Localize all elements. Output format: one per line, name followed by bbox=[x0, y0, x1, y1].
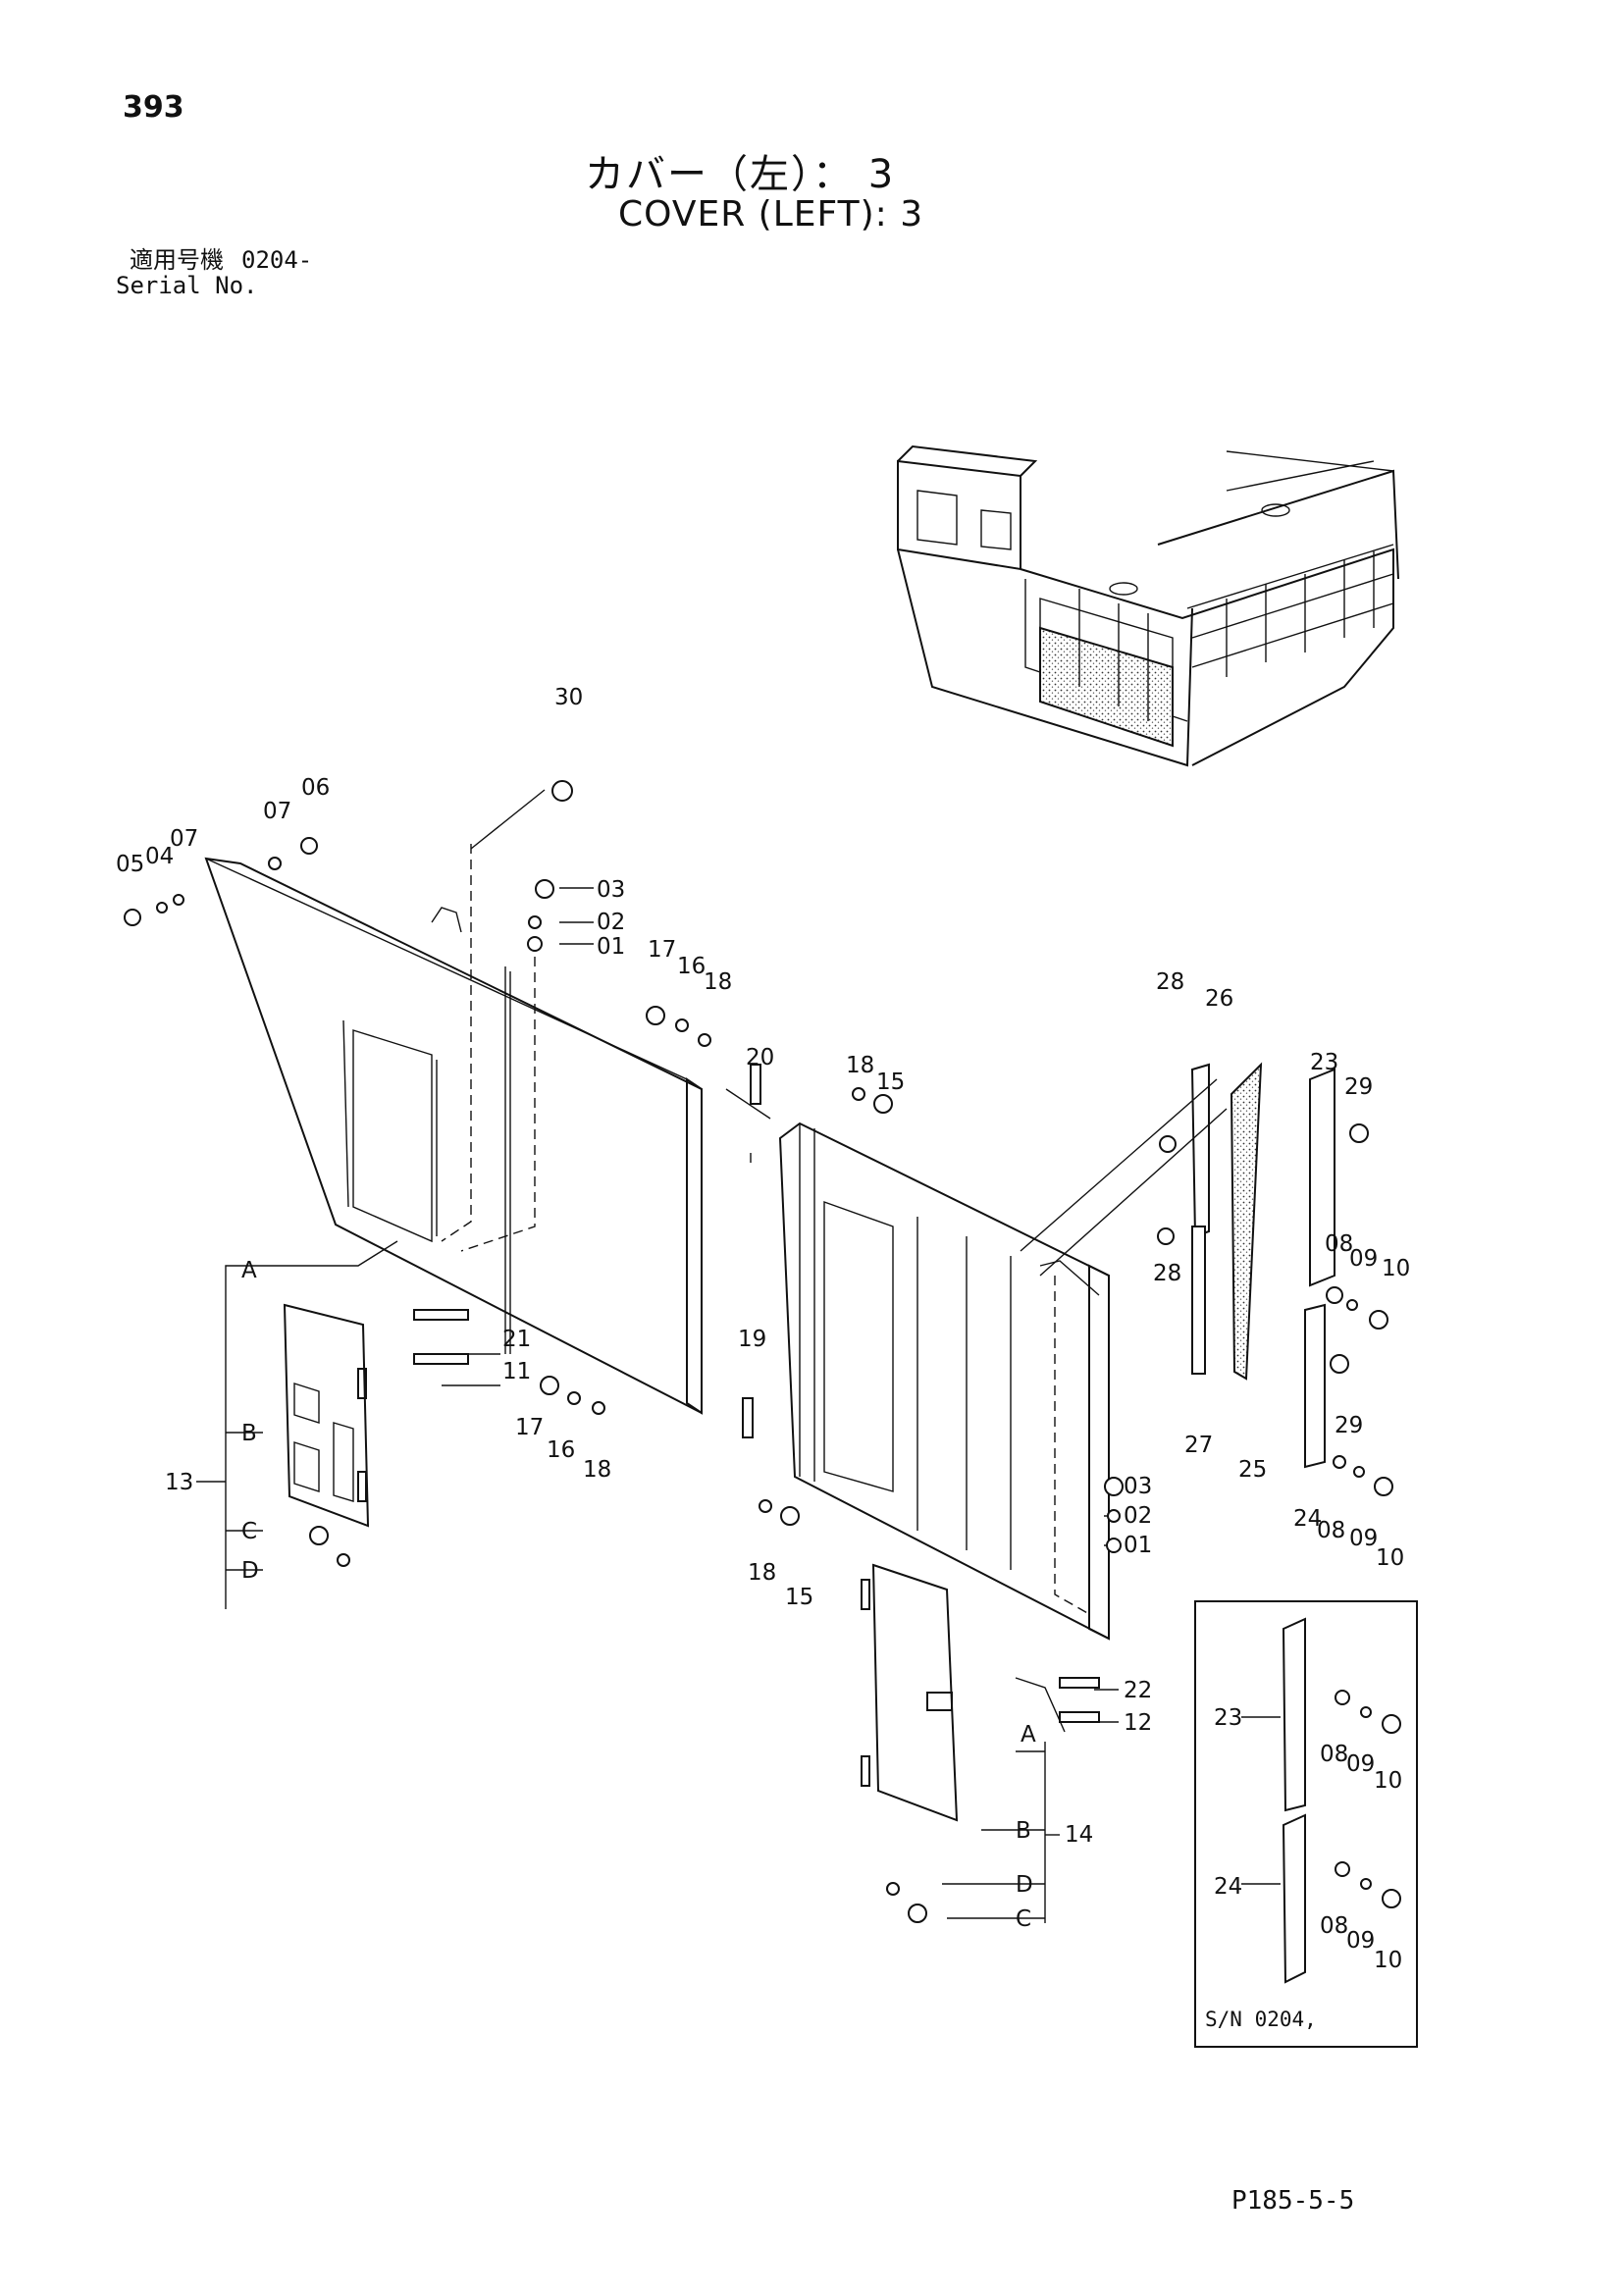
callout: 01 bbox=[597, 934, 625, 960]
callout: 29 bbox=[1335, 1413, 1363, 1438]
title-english: COVER (LEFT): 3 bbox=[618, 194, 924, 235]
callout: 29 bbox=[1344, 1074, 1373, 1100]
serial-value: 0204- bbox=[241, 246, 313, 274]
inset-callout: 23 bbox=[1214, 1705, 1242, 1731]
callout: B bbox=[241, 1421, 257, 1446]
callout: 03 bbox=[597, 877, 625, 903]
callout: 18 bbox=[583, 1457, 611, 1483]
callout: 09 bbox=[1349, 1526, 1378, 1551]
callout: 25 bbox=[1238, 1457, 1267, 1483]
callout: 27 bbox=[1184, 1433, 1213, 1458]
inset-labels: 23 08 09 10 24 08 09 10 S/N 0204, bbox=[1205, 1705, 1402, 2031]
callout: B bbox=[1016, 1818, 1031, 1844]
footer-code: P185-5-5 bbox=[1231, 2186, 1355, 2216]
callout: 07 bbox=[170, 826, 198, 852]
callout: 04 bbox=[145, 844, 174, 869]
callout: 06 bbox=[301, 775, 330, 801]
callout: C bbox=[1016, 1906, 1031, 1932]
callout: 17 bbox=[515, 1415, 544, 1440]
right-cover-panel bbox=[778, 1122, 1110, 1641]
callout: 20 bbox=[746, 1045, 774, 1070]
callout: 15 bbox=[876, 1070, 905, 1095]
callout: 26 bbox=[1205, 986, 1233, 1012]
callout: 08 bbox=[1317, 1518, 1345, 1543]
callout: 03 bbox=[1124, 1474, 1152, 1499]
callout: 18 bbox=[748, 1560, 776, 1586]
machine-overview-illustration bbox=[897, 444, 1399, 767]
left-cover-panel bbox=[204, 844, 703, 1415]
door-14 bbox=[861, 1563, 959, 1822]
serial-label-jp: 適用号機 bbox=[130, 246, 224, 274]
callout: 23 bbox=[1310, 1050, 1338, 1075]
inset-callout: 08 bbox=[1320, 1913, 1348, 1939]
callout: 16 bbox=[547, 1437, 575, 1463]
callout: 21 bbox=[502, 1327, 531, 1352]
callout: A bbox=[1021, 1722, 1036, 1748]
callout: 10 bbox=[1376, 1545, 1404, 1571]
callout: 16 bbox=[677, 954, 706, 979]
callout: 08 bbox=[1325, 1231, 1353, 1257]
callout: A bbox=[241, 1258, 257, 1283]
callout: 18 bbox=[704, 969, 732, 995]
callout: 28 bbox=[1156, 969, 1184, 995]
callout: 13 bbox=[165, 1470, 193, 1495]
callout: 19 bbox=[738, 1327, 766, 1352]
inset-callout: 10 bbox=[1374, 1948, 1402, 1973]
inset-callout: 08 bbox=[1320, 1742, 1348, 1767]
inset-callout: 09 bbox=[1346, 1751, 1375, 1777]
callout: 07 bbox=[263, 799, 291, 824]
fasteners bbox=[124, 780, 1393, 1923]
callout: 14 bbox=[1065, 1822, 1093, 1848]
inset-callout: 24 bbox=[1214, 1874, 1242, 1900]
inset-callout: 10 bbox=[1374, 1768, 1402, 1794]
callout: 18 bbox=[846, 1053, 874, 1078]
inset-serial-variant bbox=[1194, 1600, 1418, 2048]
callout: 11 bbox=[502, 1359, 531, 1384]
side-strips bbox=[1020, 1062, 1335, 1469]
inset-callout: 09 bbox=[1346, 1928, 1375, 1954]
page-number: 393 bbox=[123, 90, 184, 125]
callout: 24 bbox=[1293, 1506, 1322, 1532]
title-japanese: カバー（左）： 3 bbox=[585, 152, 896, 197]
callout: 01 bbox=[1124, 1533, 1152, 1558]
callout: D bbox=[1016, 1872, 1033, 1898]
callout: D bbox=[241, 1558, 259, 1584]
callout: 02 bbox=[597, 910, 625, 935]
callout: 15 bbox=[785, 1585, 813, 1610]
callout: 17 bbox=[648, 937, 676, 963]
callout: 05 bbox=[116, 852, 144, 877]
callout: 22 bbox=[1124, 1678, 1152, 1703]
callout: 10 bbox=[1382, 1256, 1410, 1281]
callout: 02 bbox=[1124, 1503, 1152, 1529]
callout: 09 bbox=[1349, 1246, 1378, 1272]
inset-caption: S/N 0204, bbox=[1205, 2008, 1317, 2031]
callout-labels: 30 07 06 05 04 07 03 02 01 17 16 18 20 1… bbox=[116, 685, 1410, 1932]
callout: C bbox=[241, 1519, 257, 1544]
serial-label-en: Serial No. bbox=[116, 272, 258, 299]
door-13 bbox=[283, 1303, 370, 1528]
callout: 28 bbox=[1153, 1261, 1181, 1286]
callout: 30 bbox=[554, 685, 583, 710]
callout: 12 bbox=[1124, 1710, 1152, 1736]
serial-block: 適用号機 0204- Serial No. bbox=[116, 247, 312, 298]
